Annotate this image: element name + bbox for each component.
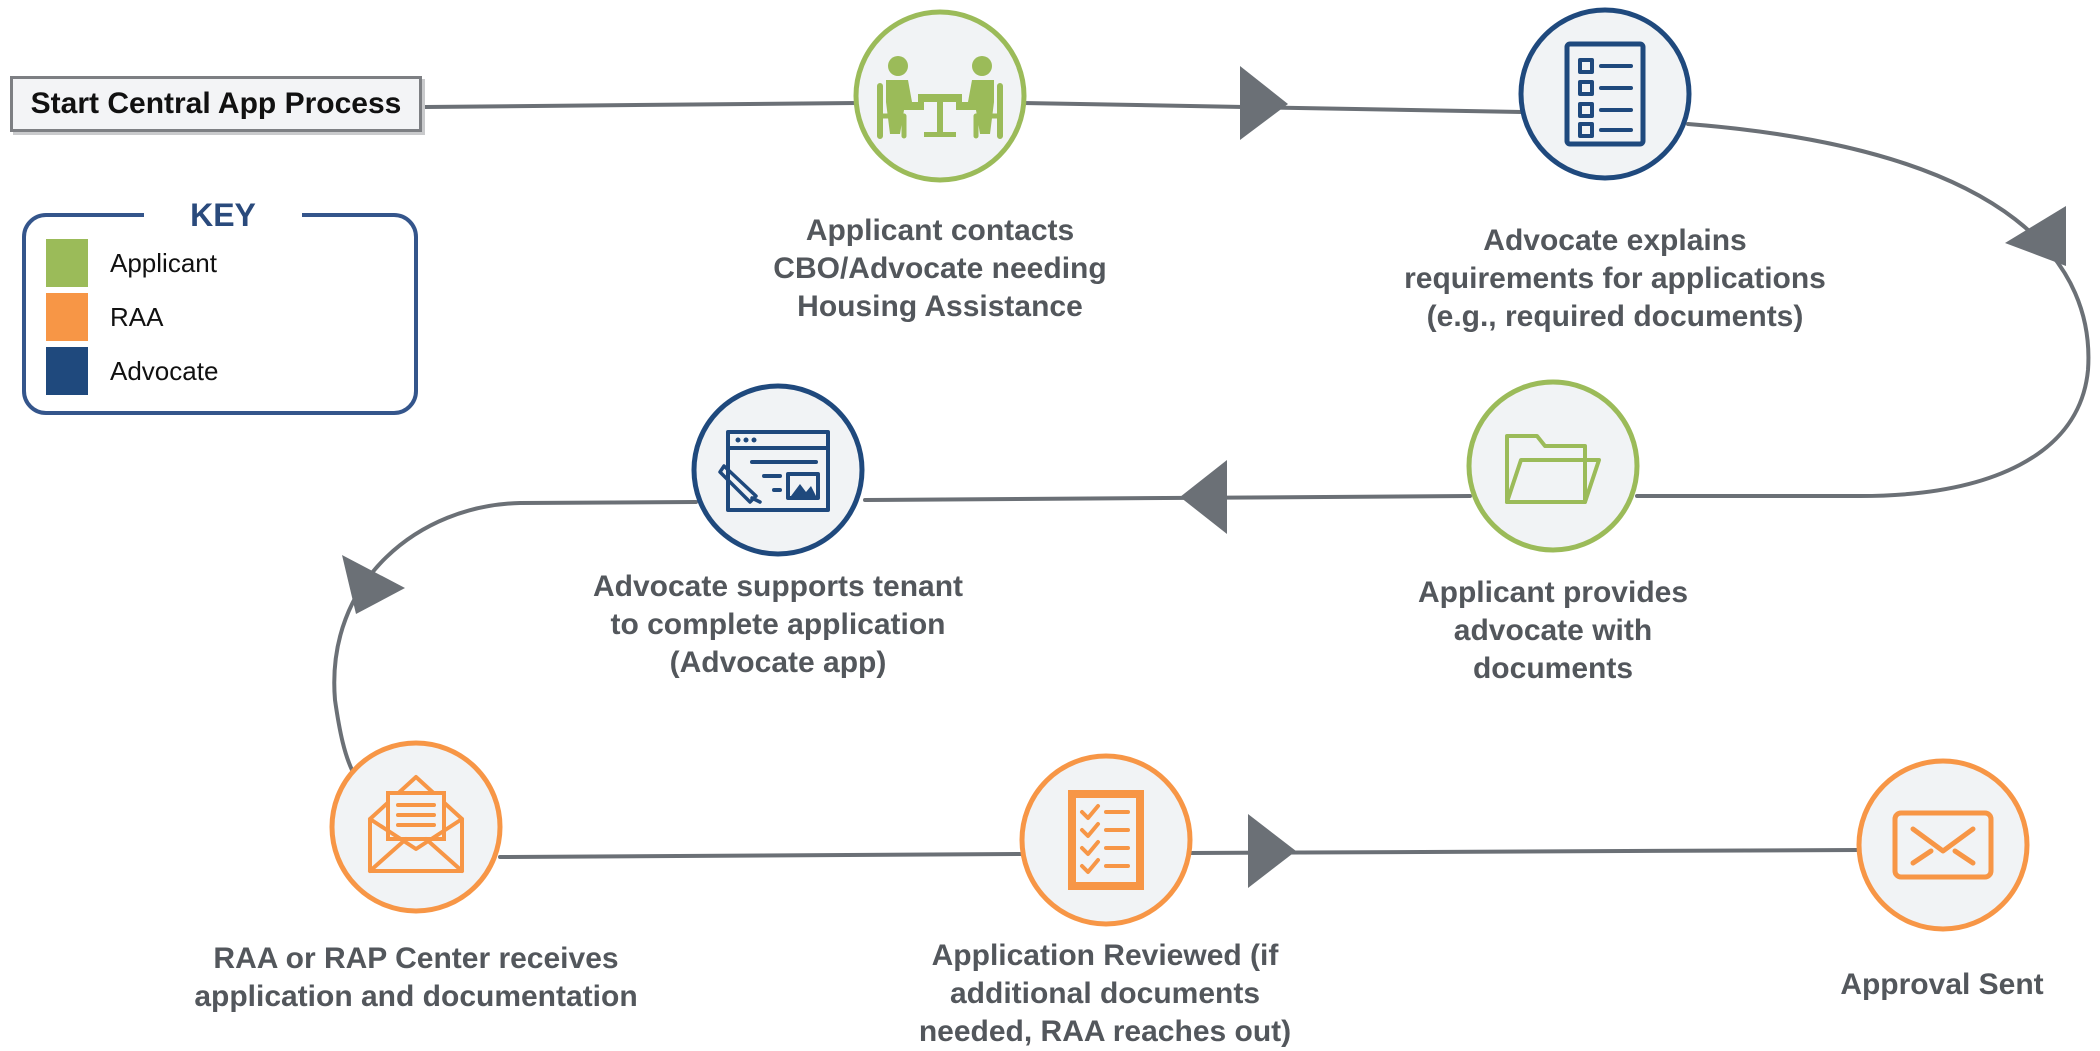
arrow-head: [1240, 66, 1288, 140]
checklist-review-icon: [1068, 790, 1144, 890]
step-node-6: [1019, 753, 1193, 927]
step-node-4: [691, 383, 865, 557]
legend-swatch: [46, 239, 88, 287]
legend-key: KEY Applicant RAA Advocate: [22, 195, 418, 415]
step-label-approval-sent: Approval Sent: [1840, 968, 2044, 1001]
legend-item-raa: RAA: [46, 293, 163, 341]
legend-swatch: [46, 293, 88, 341]
start-process-box: Start Central App Process: [10, 76, 422, 132]
step-node-circle: [691, 383, 865, 557]
legend-label: RAA: [110, 301, 164, 332]
connector-start-to-contact: [423, 101, 859, 109]
arrow-head: [1248, 814, 1296, 888]
step-node-circle: [1518, 7, 1692, 181]
folder-icon: [1505, 434, 1601, 504]
connector-provide-to-support: [863, 494, 1472, 502]
envelope-icon: [1892, 810, 1994, 880]
legend-swatch: [46, 347, 88, 395]
legend-item-advocate: Advocate: [46, 347, 218, 395]
step-node-circle: [1466, 379, 1640, 553]
legend-item-applicant: Applicant: [46, 239, 217, 287]
legend-title: KEY: [144, 195, 302, 235]
arrow-head: [342, 555, 405, 614]
checklist-icon: [1564, 41, 1646, 147]
connector-explain-to-provide: [1635, 122, 2091, 498]
step-node-7: [1856, 758, 2030, 932]
web-form-icon: [718, 430, 830, 512]
step-node-3: [1466, 379, 1640, 553]
arrow-head: [1180, 460, 1227, 534]
connector-support-to-receive: [332, 500, 698, 772]
legend-label: Advocate: [110, 355, 219, 386]
step-node-5: [329, 740, 503, 914]
arrow-head: [2005, 206, 2066, 266]
connector-receive-to-review: [498, 852, 1024, 859]
open-envelope-icon: [368, 775, 464, 873]
step-node-2: [1518, 7, 1692, 181]
step-node-1: [853, 9, 1027, 183]
legend-label: Applicant: [110, 247, 217, 278]
meeting-icon: [877, 56, 1003, 139]
step-node-circle: [1856, 758, 2030, 932]
connector-review-to-approval: [1188, 848, 1860, 855]
